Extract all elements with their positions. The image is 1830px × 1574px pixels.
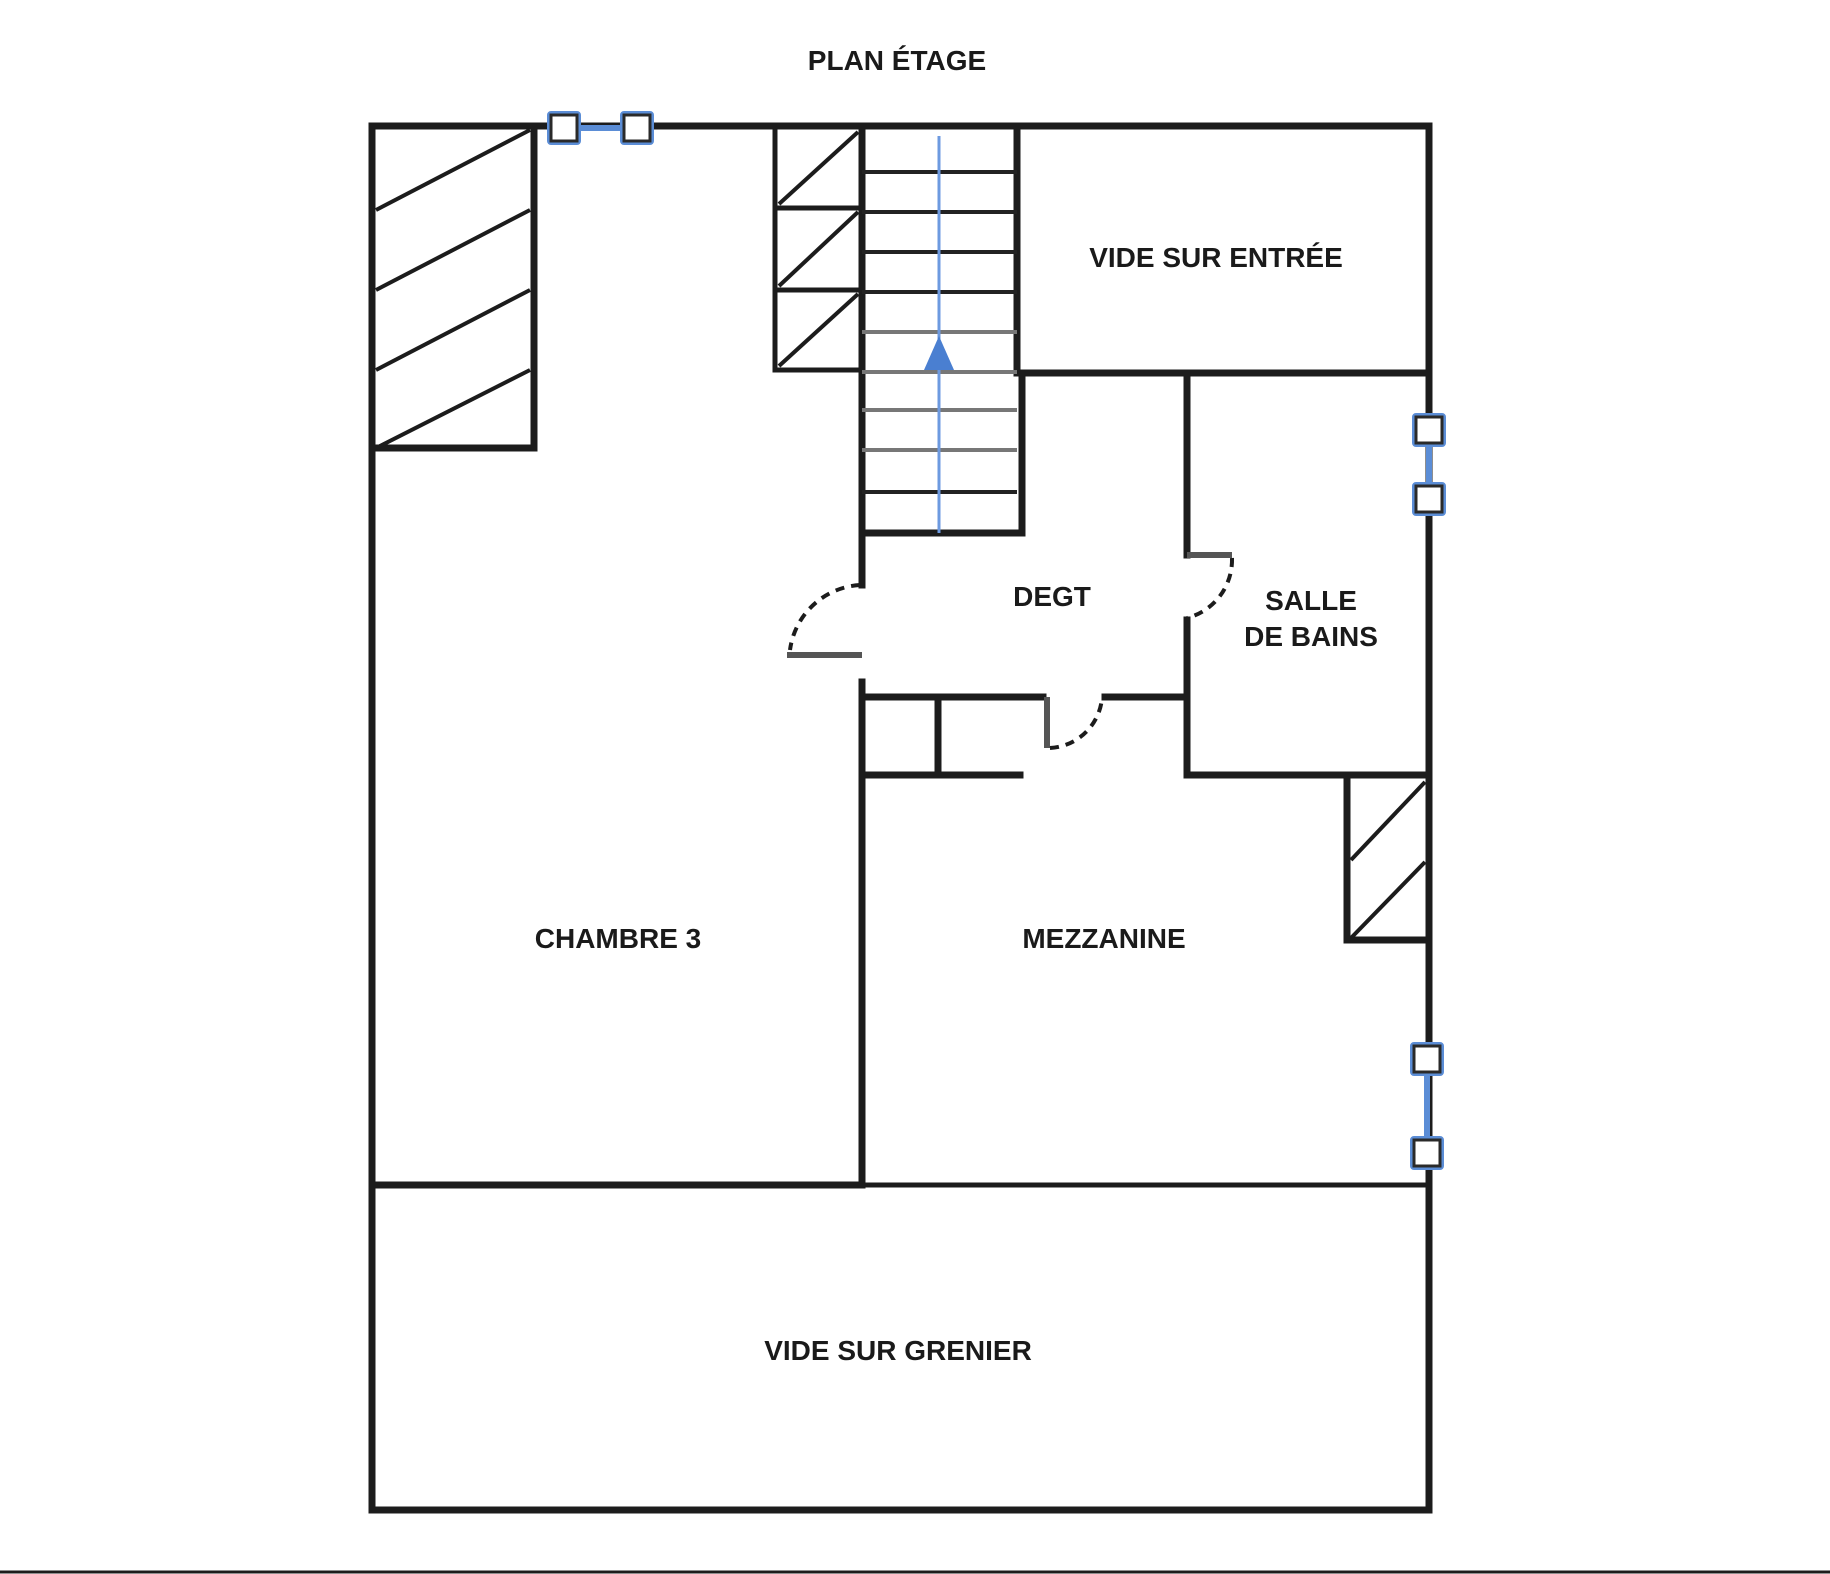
- room-label-salle-bains-1: SALLE: [1265, 585, 1357, 616]
- window-icon: [547, 111, 1446, 1170]
- room-label-degt: DEGT: [1013, 581, 1091, 612]
- staircase: [862, 136, 1017, 533]
- room-label-mezzanine: MEZZANINE: [1022, 923, 1185, 954]
- interior-walls: [368, 122, 1433, 1189]
- room-label-salle-bains-2: DE BAINS: [1244, 621, 1378, 652]
- plan-title: PLAN ÉTAGE: [808, 45, 986, 76]
- arrow-up-icon: [924, 336, 954, 370]
- door-swing-icon: [787, 552, 1235, 750]
- hatched-closet-icon: [375, 128, 1427, 940]
- room-label-vide-grenier: VIDE SUR GRENIER: [764, 1335, 1032, 1366]
- room-label-vide-entree: VIDE SUR ENTRÉE: [1089, 242, 1343, 273]
- room-label-chambre: CHAMBRE 3: [535, 923, 701, 954]
